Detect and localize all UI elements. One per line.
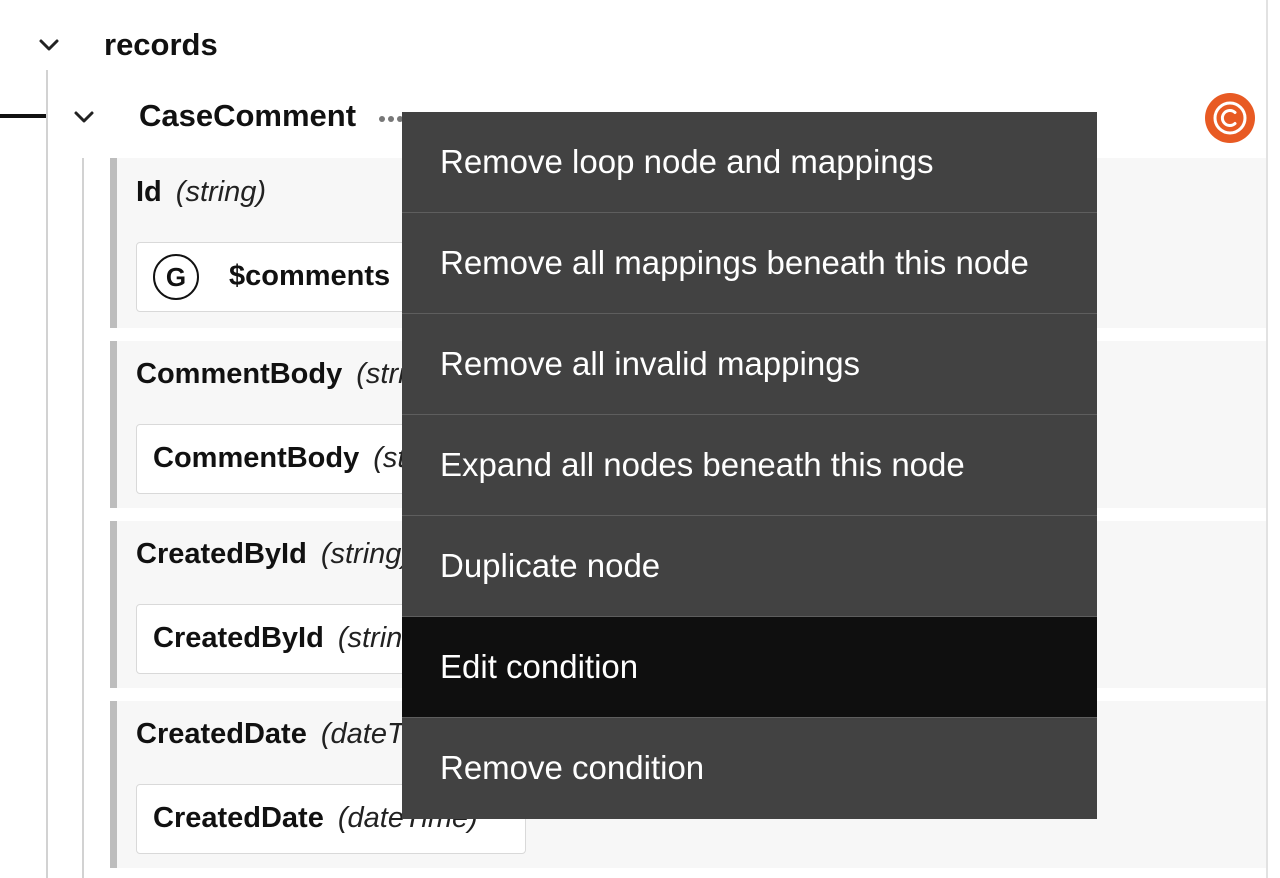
mapping-value: CreatedById(string) <box>153 622 428 655</box>
field-name: Id <box>136 176 162 208</box>
tree-node-casecomment[interactable]: CaseComment <box>139 98 357 133</box>
field-name: CreatedById <box>136 538 307 570</box>
tree-node-records[interactable]: records <box>104 27 218 62</box>
more-horizontal-icon[interactable] <box>378 112 404 124</box>
condition-badge-icon[interactable] <box>1205 93 1255 143</box>
field-type: (string) <box>175 176 267 208</box>
chevron-down-icon[interactable] <box>73 106 95 128</box>
field-label: Id (string) <box>136 176 266 209</box>
field-name: CreatedDate <box>136 718 307 750</box>
tree-guide-line <box>46 70 48 878</box>
mapping-name: CommentBody <box>153 442 360 474</box>
menu-item-remove-invalid-mappings[interactable]: Remove all invalid mappings <box>402 314 1097 415</box>
mapping-name: $comments <box>229 260 391 292</box>
field-label: CommentBody(string) <box>136 358 446 391</box>
menu-item-expand-all-nodes[interactable]: Expand all nodes beneath this node <box>402 415 1097 516</box>
chevron-down-icon[interactable] <box>38 34 60 56</box>
global-variable-icon: G <box>153 254 199 300</box>
field-name: CommentBody <box>136 358 343 390</box>
field-label: CreatedById (string) <box>136 538 411 571</box>
menu-item-remove-condition[interactable]: Remove condition <box>440 749 705 786</box>
mapping-name: CreatedById <box>153 622 324 654</box>
menu-item-remove-all-mappings[interactable]: Remove all mappings beneath this node <box>402 213 1097 314</box>
menu-item-edit-condition[interactable]: Edit condition <box>402 617 1097 718</box>
tree-connector <box>0 114 46 118</box>
tree-guide-line <box>82 158 84 878</box>
mapping-name: CreatedDate <box>153 802 324 834</box>
field-type: (string) <box>320 538 412 570</box>
mapping-value: $comments <box>229 260 390 293</box>
page-edge <box>1266 0 1268 878</box>
menu-item-duplicate-node[interactable]: Duplicate node <box>402 516 1097 617</box>
menu-item-remove-loop-node[interactable]: Remove loop node and mappings <box>402 112 1097 213</box>
node-context-menu: Remove loop node and mappings Remove all… <box>402 112 1097 819</box>
